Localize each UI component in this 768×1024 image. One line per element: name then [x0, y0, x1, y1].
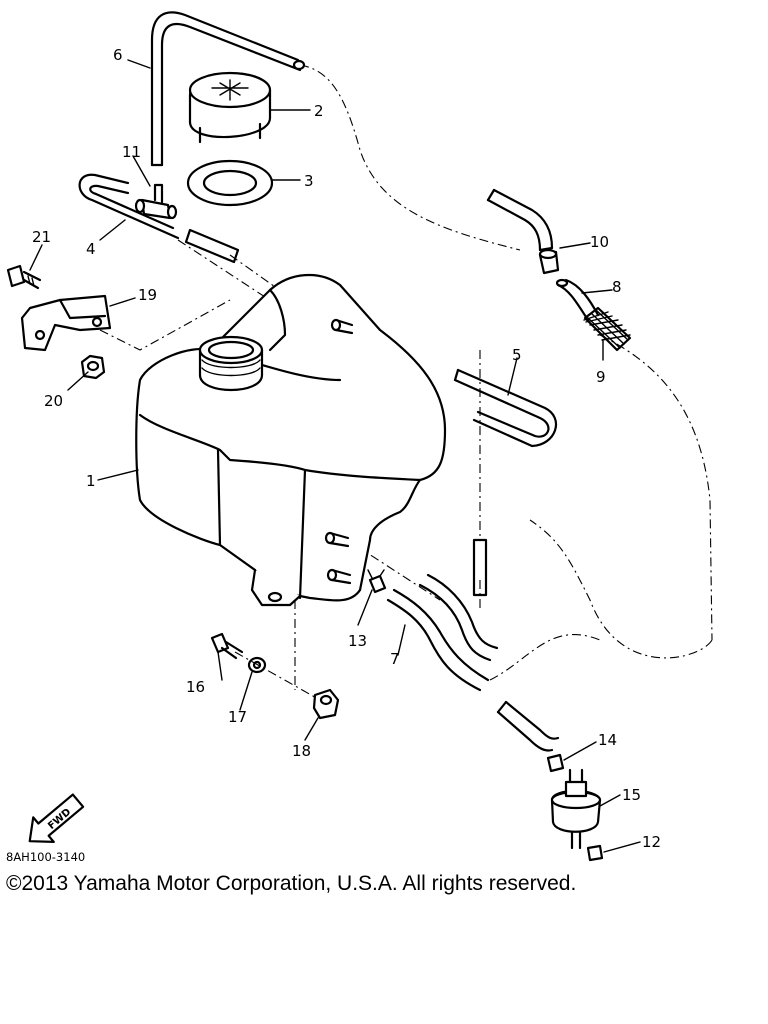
- callout-6: 6: [113, 46, 123, 64]
- hose-5: [453, 368, 557, 448]
- t-joint-11: [134, 183, 178, 220]
- callout-16: 16: [186, 678, 205, 696]
- callout-12: 12: [642, 833, 661, 851]
- reservoir-tank-1: [135, 273, 447, 607]
- washer-17: [247, 656, 267, 674]
- callout-4: 4: [86, 240, 96, 258]
- filler-cap-2: [188, 71, 272, 144]
- figure-code: 8AH100-3140: [6, 850, 85, 864]
- fitting-10: [538, 248, 560, 275]
- callout-18: 18: [292, 742, 311, 760]
- callout-8: 8: [612, 278, 622, 296]
- callout-11: 11: [122, 143, 141, 161]
- clamp-12: [586, 844, 604, 862]
- callout-5: 5: [512, 346, 522, 364]
- bracket-19: [20, 294, 112, 352]
- callout-7: 7: [390, 650, 400, 668]
- callout-13: 13: [348, 632, 367, 650]
- hose-6: [150, 11, 306, 167]
- hose-segment-upper: [486, 188, 554, 252]
- copyright-notice: ©2013 Yamaha Motor Corporation, U.S.A. A…: [6, 872, 577, 895]
- callout-labels: 6 2 3 11 4 21 19 20 1 10 8 9 5 13 7 16 1…: [32, 46, 661, 851]
- hose-joint-piece: [184, 228, 240, 264]
- bolt-21: [6, 264, 42, 290]
- pipe-short: [472, 538, 488, 597]
- callout-15: 15: [622, 786, 641, 804]
- clamp-14: [546, 753, 565, 773]
- spring-9: [583, 306, 632, 352]
- hose-7: [386, 573, 499, 692]
- callout-1: 1: [86, 472, 96, 490]
- callout-14: 14: [598, 731, 617, 749]
- bolt-16: [210, 632, 244, 660]
- callout-21: 21: [32, 228, 51, 246]
- callout-2: 2: [314, 102, 324, 120]
- fwd-arrow-icon: FWD: [28, 793, 85, 843]
- callout-20: 20: [44, 392, 63, 410]
- leader-lines: [29, 59, 641, 853]
- hose-8: [555, 278, 600, 322]
- callout-10: 10: [590, 233, 609, 251]
- callout-19: 19: [138, 286, 157, 304]
- callout-17: 17: [228, 708, 247, 726]
- clip-13: [367, 569, 387, 594]
- filter-15: [550, 768, 602, 850]
- grommet-18: [312, 688, 340, 720]
- gasket-3: [186, 159, 274, 207]
- hose-4: [78, 173, 180, 240]
- hose-segment-lower: [496, 700, 560, 752]
- callout-3: 3: [304, 172, 314, 190]
- callout-9: 9: [596, 368, 606, 386]
